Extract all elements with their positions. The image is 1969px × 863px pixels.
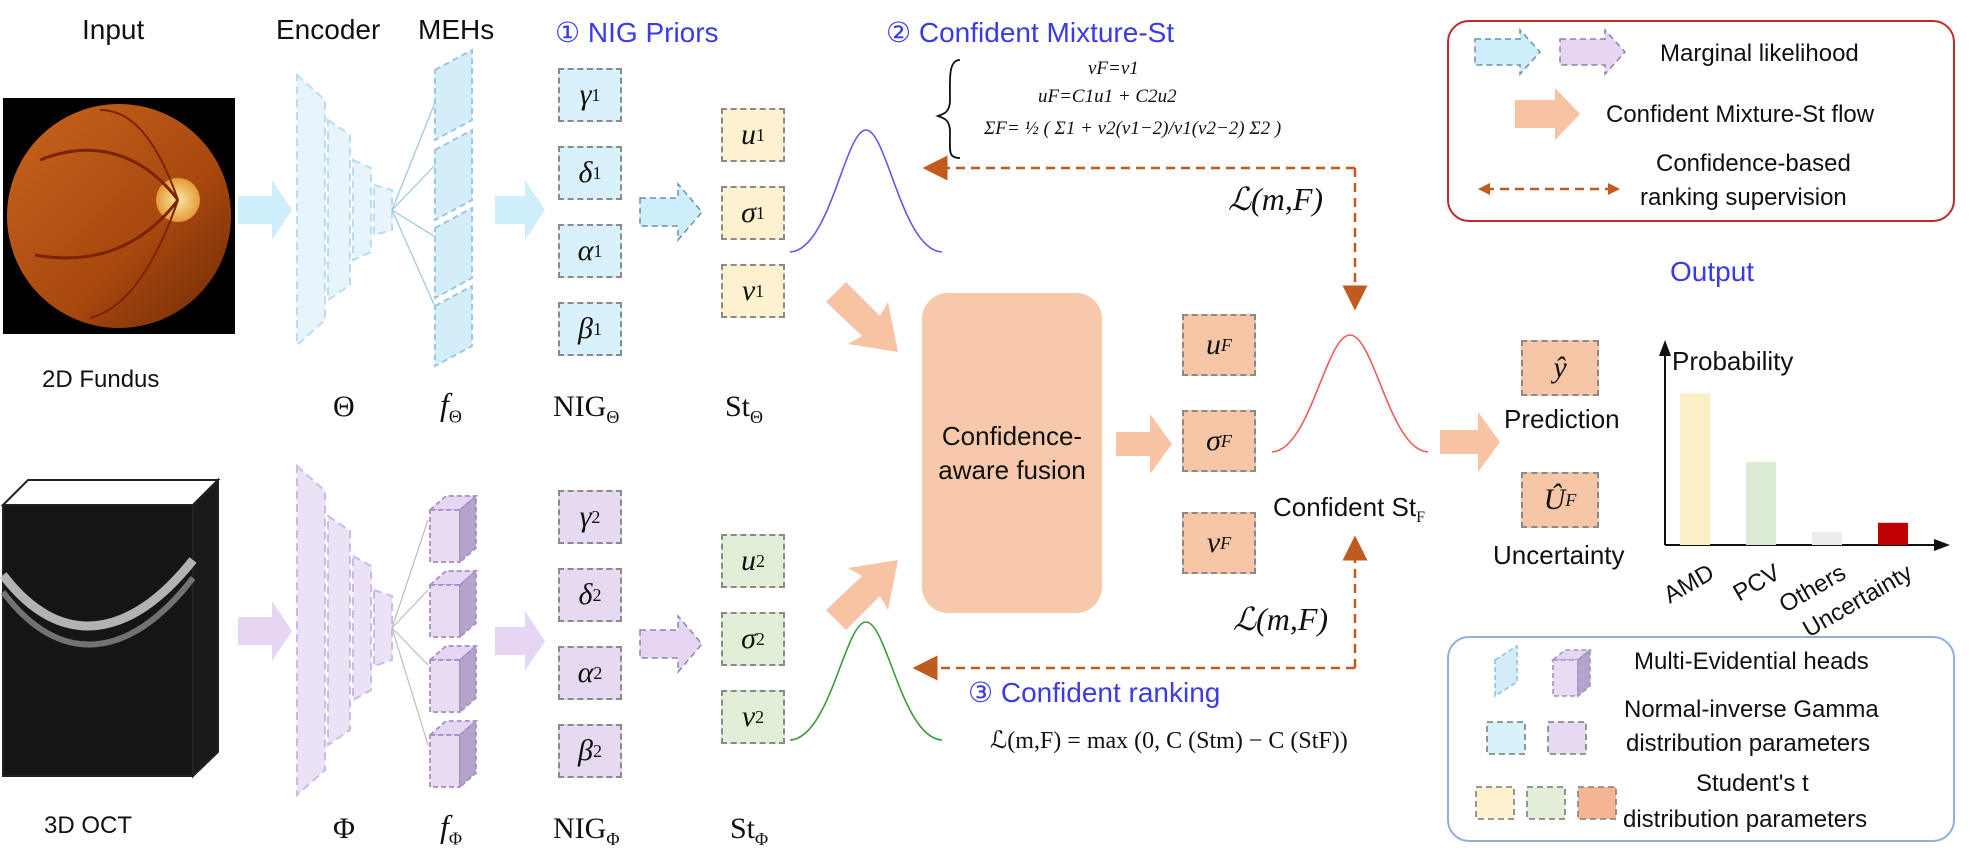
encoder-phi [296, 463, 393, 798]
f-phi-symbol: fΦ [440, 808, 463, 849]
st-phi-symbol: StΦ [730, 812, 769, 849]
st-theta-symbol: StΘ [725, 390, 764, 427]
st-f-curve [1271, 334, 1429, 453]
eq-line3: ΣF= ½ ( Σ1 + v2(v1−2)/v1(v2−2) Σ2 ) [984, 118, 1282, 139]
eq-line2: uF=C1u1 + C2u2 [1038, 86, 1177, 107]
confident-st-f-label: Confident StF [1273, 492, 1425, 527]
input-header: Input [82, 14, 145, 45]
meh-heads-theta [434, 48, 473, 368]
legend-ranking-label-2: ranking supervision [1640, 184, 1847, 211]
legend-nig-label-2: distribution parameters [1626, 730, 1871, 757]
f-theta-symbol: fΘ [440, 386, 462, 427]
legend-nig-label-1: Normal-inverse Gamma [1624, 696, 1879, 723]
legend-st-yellow-icon [1475, 786, 1515, 820]
oct-label: 3D OCT [44, 812, 133, 839]
chart-bars [1680, 393, 1908, 545]
encoder-theta [296, 72, 393, 348]
legend-st-green-icon [1526, 786, 1566, 820]
fusion-label-line2: aware fusion [938, 455, 1086, 485]
nig-phi-symbol: NIGΦ [553, 812, 620, 849]
nig-theta-symbol: NIGΘ [553, 390, 620, 427]
legend-ranking-label-1: Confidence-based [1656, 150, 1851, 177]
loss-top-label: ℒ(m,F) [1228, 181, 1324, 217]
legend-head-theta-icon [1494, 644, 1518, 698]
confidence-aware-fusion-block: Confidence-aware fusion [922, 293, 1102, 613]
legend-head-phi-icon [1550, 648, 1593, 698]
phi-symbol: Φ [333, 812, 355, 845]
legend-st-label-2: distribution parameters [1623, 806, 1868, 833]
fundus-label: 2D Fundus [42, 366, 160, 393]
legend-flow-box [1447, 20, 1955, 222]
loss-bottom-label: ℒ(m,F) [1233, 601, 1329, 637]
fundus-image [3, 98, 235, 334]
legend-cyan-arrow-icon [1474, 28, 1542, 76]
bar-amd [1680, 393, 1710, 545]
prediction-label: Prediction [1504, 404, 1620, 434]
confident-mixture-header: ② Confident Mixture-St [886, 17, 1175, 48]
st-phi-curve [789, 621, 943, 741]
legend-nig-cyan-icon [1486, 721, 1526, 755]
oct-volume [0, 477, 221, 779]
legend-st-label-1: Student's t [1696, 770, 1809, 797]
legend-flow-arrow-icon [1515, 88, 1580, 140]
legend-st-orange-icon [1577, 786, 1617, 820]
chart-ylabel: Probability [1672, 346, 1794, 376]
legend-purple-arrow-icon [1559, 28, 1627, 76]
prediction-box: ŷ [1521, 340, 1599, 396]
legend-heads-label: Multi-Evidential heads [1634, 648, 1869, 675]
legend-flow-label: Confident Mixture-St flow [1606, 101, 1875, 128]
nig-priors-header: ① NIG Priors [555, 17, 719, 48]
theta-symbol: Θ [333, 390, 355, 423]
bar-others [1812, 532, 1842, 545]
encoder-header: Encoder [276, 14, 381, 45]
ranking-equation: ℒ(m,F) = max (0, C (Stm) − C (StF)) [990, 728, 1348, 754]
mehs-header: MEHs [418, 14, 495, 45]
confident-ranking-header: ③ Confident ranking [968, 677, 1221, 708]
uncertainty-label: Uncertainty [1493, 540, 1625, 570]
meh-heads-phi [427, 494, 479, 789]
legend-params-box [1447, 636, 1955, 842]
legend-nig-purple-icon [1547, 721, 1587, 755]
bar-pcv [1746, 461, 1776, 545]
legend-marginal-label: Marginal likelihood [1660, 40, 1859, 67]
st-theta-curve [789, 129, 943, 253]
bar-uncertainty [1878, 522, 1908, 545]
output-header: Output [1670, 256, 1755, 287]
eq-line1: vF=v1 [1088, 58, 1139, 79]
fusion-label-line1: Confidence- [941, 421, 1083, 451]
